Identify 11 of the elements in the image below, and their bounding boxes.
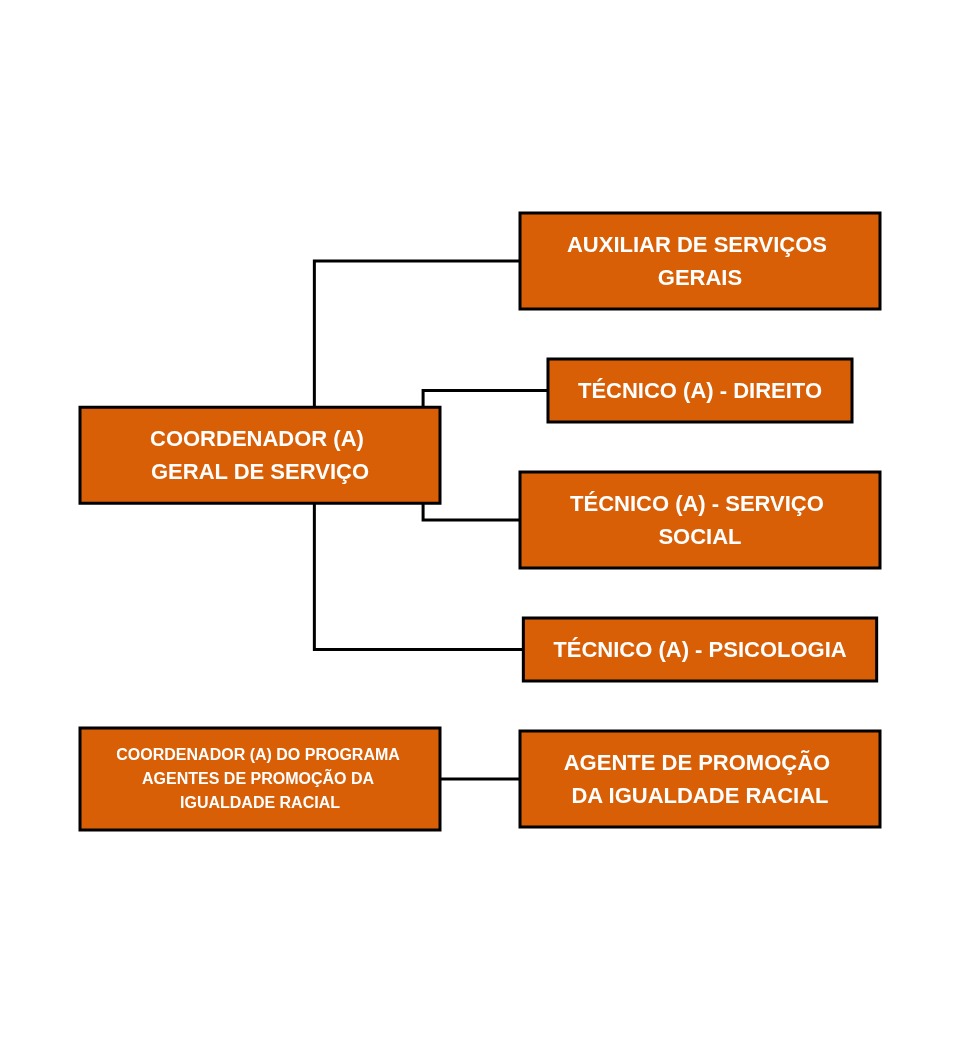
connector [421, 388, 548, 407]
connector [421, 502, 520, 521]
node-box: COORDENADOR (A) GERAL DE SERVIÇO [78, 405, 442, 505]
connector [312, 259, 520, 407]
node-box: AGENTE DE PROMOÇÃO DA IGUALDADE RACIAL [518, 729, 882, 828]
node-box: AUXILIAR DE SERVIÇOS GERAIS [518, 211, 882, 310]
node-box: TÉCNICO (A) - SERVIÇO SOCIAL [518, 470, 882, 569]
node-box: TÉCNICO (A) - PSICOLOGIA [521, 616, 879, 682]
node-box: TÉCNICO (A) - DIREITO [546, 357, 854, 423]
node-box: COORDENADOR (A) DO PROGRAMA AGENTES DE PROMOÇÃO DA IGUALDADE RACIAL [78, 726, 442, 831]
connector [312, 502, 524, 651]
